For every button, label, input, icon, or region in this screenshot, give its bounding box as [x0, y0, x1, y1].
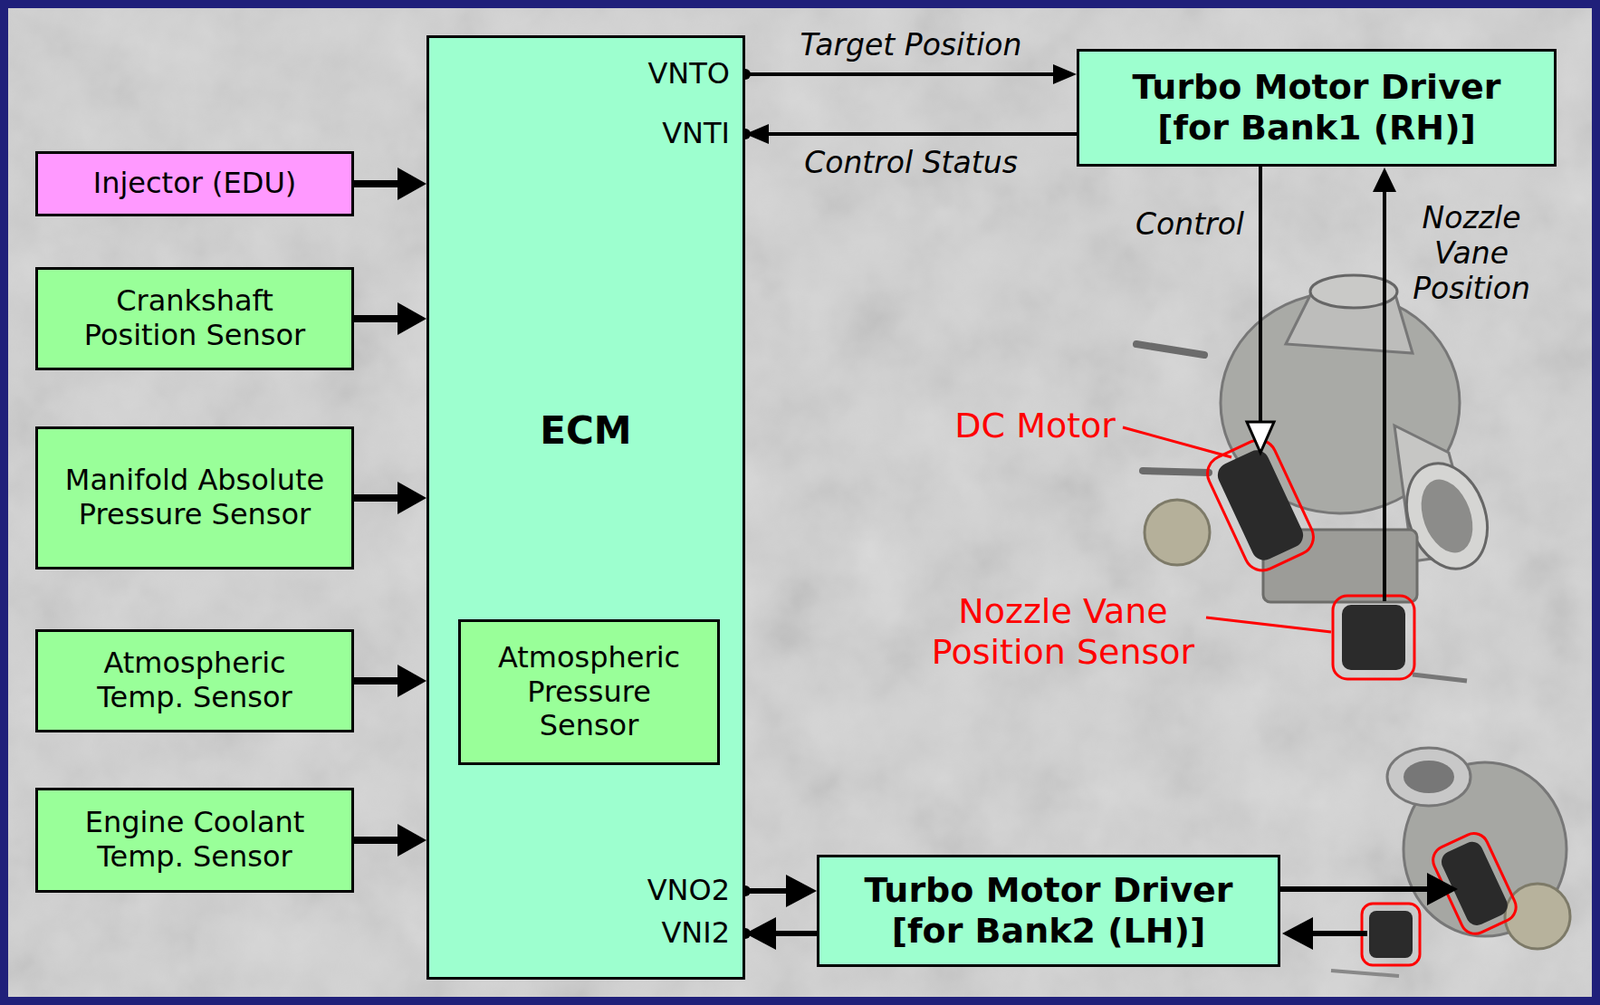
- sensor-name: Crankshaft Position Sensor: [63, 284, 326, 354]
- sensor-name: Atmospheric Temp. Sensor: [63, 646, 326, 716]
- arrow-head: [745, 917, 777, 950]
- sensor-box: Engine Coolant Temp. Sensor: [35, 787, 355, 893]
- arrow-shaft: [354, 494, 400, 502]
- stud-bolt: [1142, 470, 1209, 473]
- signal-arrow: [354, 823, 427, 857]
- vane-position-sensor: [1369, 910, 1413, 959]
- driver-name: Turbo Motor Driver [for Bank1 (RH)]: [1103, 67, 1530, 149]
- input-name: Injector (EDU): [93, 166, 298, 202]
- arrow-shaft: [354, 836, 400, 844]
- pin-name: VNI2: [661, 916, 730, 951]
- position-arrow-shaft: [1382, 188, 1387, 602]
- leader-line: [1206, 617, 1332, 633]
- arrow-head: [397, 664, 427, 698]
- highlight-outline: [1361, 903, 1420, 966]
- turbine-scroll: [1504, 883, 1571, 949]
- input-box: Injector (EDU): [35, 151, 355, 217]
- control-arrow-head: [1427, 872, 1458, 906]
- position-arrow-head: [1282, 917, 1313, 950]
- arrow-head: [397, 167, 427, 201]
- signal-arrow: [354, 664, 427, 698]
- signal-arrow: [745, 917, 817, 950]
- part-name: Nozzle Vane Position Sensor: [922, 591, 1204, 673]
- arrow-shaft: [766, 132, 1077, 136]
- signal-arrow: [354, 302, 427, 336]
- stud-bolt: [1136, 344, 1205, 355]
- position-arrow-head: [1372, 167, 1397, 192]
- arrow-shaft: [354, 180, 400, 188]
- signal-arrow: [745, 874, 817, 908]
- sensor-name: Atmospheric Pressure Sensor: [485, 641, 694, 744]
- signal-arrow: [745, 124, 1077, 144]
- sensor-name: Manifold Absolute Pressure Sensor: [63, 463, 326, 533]
- signal-label: Control: [1135, 207, 1245, 243]
- pin-name: VNTI: [661, 116, 730, 152]
- signal-arrow: [745, 64, 1077, 85]
- sensor-name: Engine Coolant Temp. Sensor: [63, 805, 326, 875]
- marble-noise: [8, 8, 1592, 997]
- arrow-shaft: [354, 315, 400, 323]
- control-arrow-shaft: [1280, 886, 1429, 892]
- inlet-ring: [1387, 747, 1471, 806]
- turbocharger-bank2: [1331, 747, 1571, 977]
- driver-name: Turbo Motor Driver [for Bank2 (LH)]: [835, 870, 1262, 952]
- motor-driver-box: Turbo Motor Driver [for Bank1 (RH)]: [1076, 48, 1557, 167]
- wire-lead: [1412, 674, 1467, 681]
- leader-line: [1122, 427, 1232, 458]
- signal-label: Nozzle Vane Position: [1394, 201, 1549, 307]
- sensor-box: Atmospheric Temp. Sensor: [35, 629, 355, 733]
- arrow-shaft: [745, 72, 1055, 77]
- internal-sensor-box: Atmospheric Pressure Sensor: [458, 619, 720, 766]
- motor-body: [1213, 446, 1307, 565]
- arrow-head: [397, 302, 427, 336]
- pin-name: VNO2: [647, 873, 730, 909]
- arrow-head: [1053, 64, 1077, 85]
- inlet-bore: [1411, 472, 1483, 561]
- signal-arrow: [354, 481, 427, 515]
- arrow-head: [785, 874, 817, 908]
- arrow-shaft: [745, 888, 788, 894]
- position-arrow-shaft: [1309, 930, 1368, 937]
- turbocharger-bank1: [1136, 275, 1502, 681]
- sensor-box: Crankshaft Position Sensor: [35, 267, 355, 371]
- vane-position-sensor: [1341, 604, 1406, 671]
- arrow-head: [745, 124, 769, 144]
- control-arrow-shaft: [1258, 166, 1263, 424]
- control-module: ECM Atmospheric Pressure Sensor: [426, 35, 746, 980]
- signal-label: Control Status: [804, 145, 1018, 182]
- arrow-shaft: [774, 930, 817, 937]
- motor-body: [1437, 838, 1512, 930]
- arrow-head: [397, 481, 427, 515]
- part-name: DC Motor: [954, 405, 1116, 447]
- turbine-scroll: [1144, 499, 1210, 566]
- pin-name: VNTO: [647, 57, 730, 92]
- module-title: ECM: [429, 408, 743, 454]
- arrow-shaft: [354, 677, 400, 685]
- sensor-box: Manifold Absolute Pressure Sensor: [35, 426, 355, 570]
- motor-driver-box: Turbo Motor Driver [for Bank2 (LH)]: [816, 854, 1281, 968]
- inlet-bore: [1403, 760, 1455, 794]
- signal-arrow: [354, 167, 427, 201]
- arrow-head: [397, 823, 427, 857]
- signal-label: Target Position: [800, 28, 1023, 64]
- highlight-outline: [1332, 595, 1415, 680]
- control-arrow-head: [1246, 421, 1275, 453]
- pipe-line: [1331, 970, 1399, 977]
